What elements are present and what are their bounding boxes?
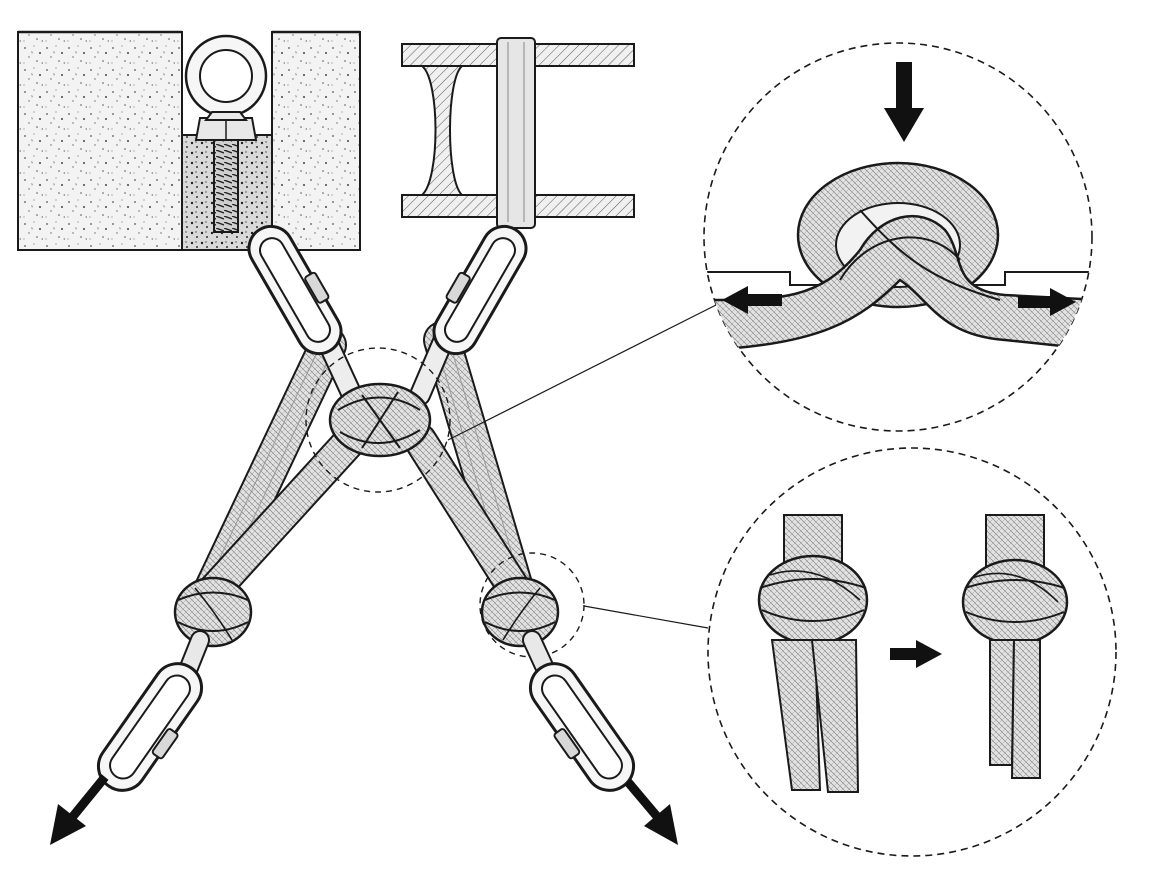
knot-tight xyxy=(961,514,1069,779)
center-knot xyxy=(328,382,432,458)
carabiner-gate-lock xyxy=(445,271,471,304)
beam-sling xyxy=(496,37,536,229)
carabiner-gate-lock xyxy=(151,728,179,760)
arrow-icon-load-left xyxy=(50,774,109,845)
arrow-icon-load-right xyxy=(624,779,678,845)
arrow-icon-pull-left xyxy=(722,286,782,314)
concrete-block-right xyxy=(271,31,361,251)
carabiner-gate-lock xyxy=(304,271,330,304)
lower-knot-right xyxy=(480,576,560,648)
lower-knot-left xyxy=(173,576,253,648)
carabiner-icon xyxy=(528,662,636,792)
concrete-block-left xyxy=(17,31,183,251)
leader-line-top xyxy=(447,304,717,441)
i-beam-icon xyxy=(401,37,635,229)
detail-view-knot-tightening xyxy=(707,447,1117,857)
detail-webbing xyxy=(704,214,1092,352)
carabiner-icon xyxy=(247,224,343,356)
detail-callout-center xyxy=(305,347,451,493)
carabiner-icon xyxy=(96,662,204,792)
leader-line-bottom xyxy=(583,605,709,629)
detail-view-knot-compression xyxy=(703,42,1093,432)
bolt-shank xyxy=(213,139,239,233)
eye-bolt-icon xyxy=(184,34,268,233)
beam-web xyxy=(419,65,465,196)
arrow-icon-compression xyxy=(884,62,924,142)
arrow-icon-tighten xyxy=(890,640,942,668)
arrow-icon-pull-right xyxy=(1018,288,1076,316)
carabiner-gate-lock xyxy=(553,728,581,760)
crossing-sling xyxy=(188,413,537,617)
carabiner-icon xyxy=(432,224,528,356)
knot-loose xyxy=(757,514,869,793)
